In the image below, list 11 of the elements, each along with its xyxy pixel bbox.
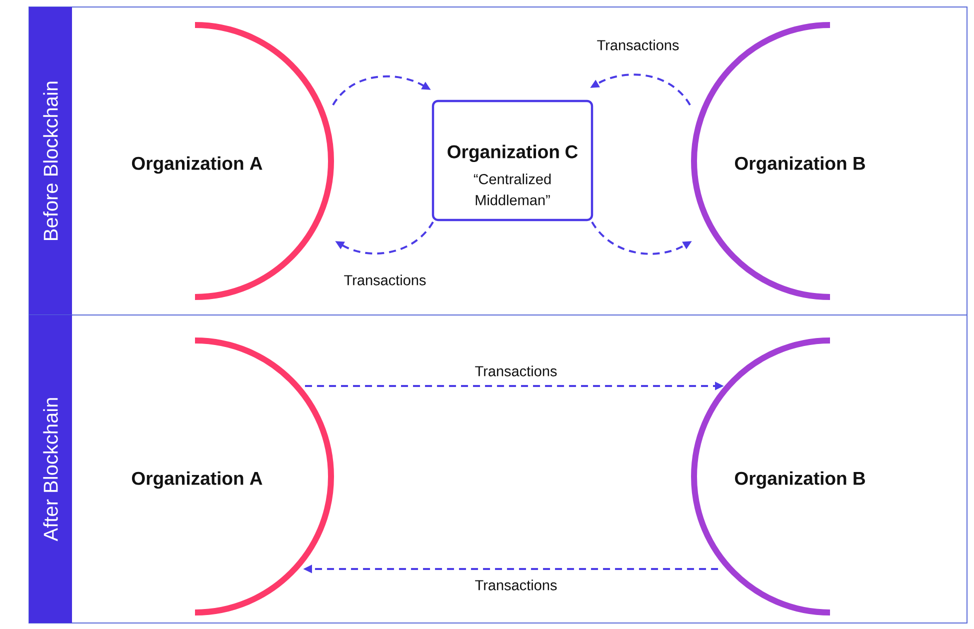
- node-label: Organization B: [734, 156, 865, 174]
- edge-label: Transactions: [472, 578, 560, 592]
- middleman-box: Organization C “Centralized Middleman”: [432, 100, 594, 222]
- side-band: After Blockchain: [29, 315, 72, 623]
- side-band: Before Blockchain: [29, 7, 72, 315]
- edge-label: Transactions: [594, 38, 682, 52]
- node-label: Organization A: [132, 156, 262, 174]
- edge-label: Transactions: [342, 272, 428, 288]
- edge-label: Transactions: [472, 364, 560, 378]
- node-label: Organization A: [132, 471, 262, 489]
- node-label: Organization B: [734, 471, 865, 489]
